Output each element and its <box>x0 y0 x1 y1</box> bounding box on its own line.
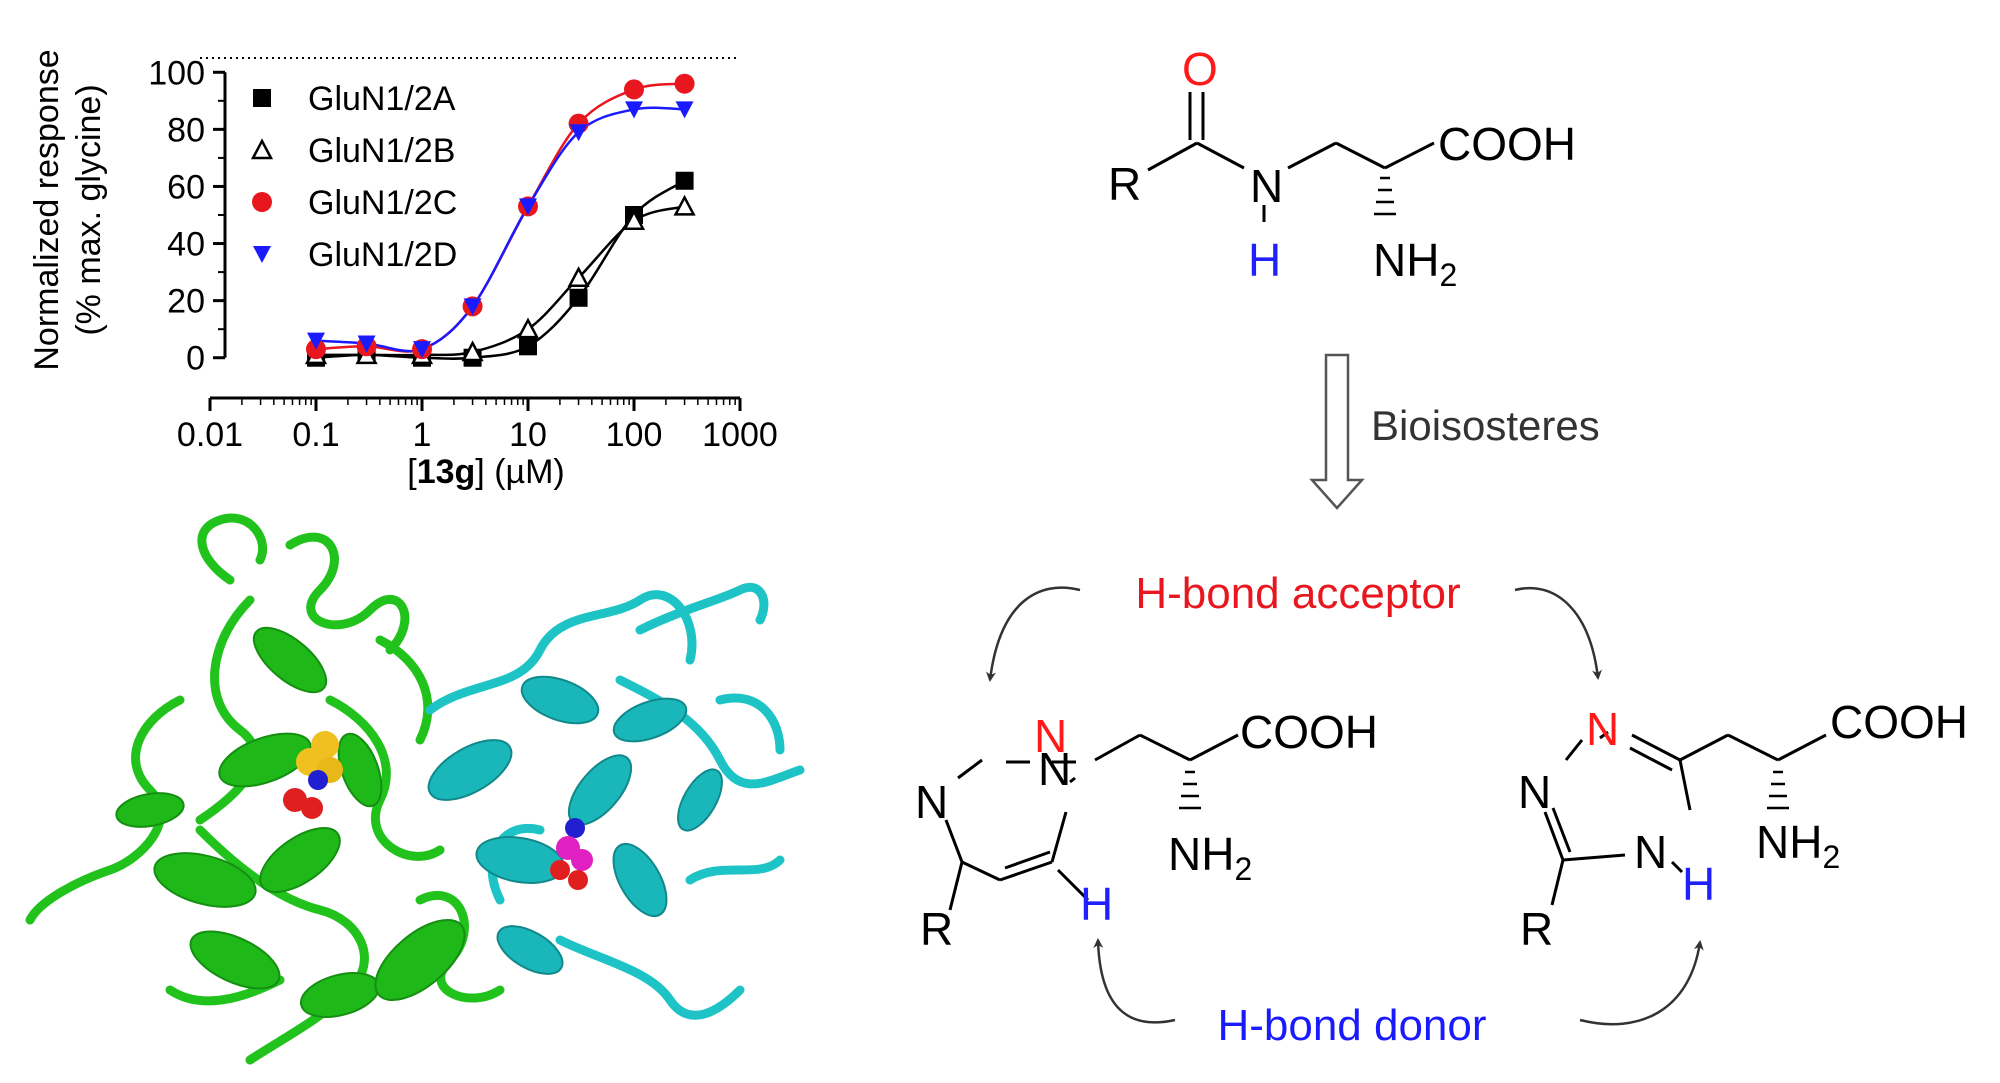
legend-marker <box>253 89 271 107</box>
triazole-123-R-label: R <box>920 903 953 955</box>
triazole-124-R-label: R <box>1520 903 1553 955</box>
triazole-124-structure <box>1543 730 1827 906</box>
x-tick-label: 1000 <box>702 416 778 454</box>
dose-response-chart: 0.01 0.1 1 10 100 1000 0 20 40 60 80 100 Normalize… <box>28 49 778 491</box>
x-tick-label: 0.01 <box>177 416 243 454</box>
data-point <box>675 101 694 119</box>
amide-structure <box>1147 92 1435 222</box>
data-point <box>569 288 588 307</box>
legend-marker <box>252 192 272 212</box>
green-subunit-helices <box>115 626 466 1018</box>
triazole-123-NH2-label: NH2 <box>1168 828 1252 887</box>
cyan-subunit-ribbon <box>425 582 805 1020</box>
triazole-123-N3-label: N <box>1038 743 1071 795</box>
data-point <box>357 335 376 353</box>
legend-label: GluN1/2D <box>308 236 457 274</box>
x-tick-label: 10 <box>509 416 547 454</box>
data-point <box>675 171 694 190</box>
x-tick-label: 1 <box>413 416 432 454</box>
legend-marker <box>253 246 271 263</box>
data-point <box>519 198 537 216</box>
data-point <box>674 73 695 94</box>
y-tick-label: 60 <box>167 168 205 206</box>
x-tick-label: 0.1 <box>292 416 339 454</box>
triazole-124-stereo-hash <box>1767 770 1789 810</box>
triazole-124-NH2-subscript: 2 <box>1822 839 1840 875</box>
triazole-123-N2-label: N <box>915 776 948 828</box>
green-ligand-spheres <box>283 731 343 819</box>
bioisosteres-arrow <box>1309 353 1365 510</box>
chart-axes <box>208 70 742 411</box>
bioisosteres-label: Bioisosteres <box>1371 402 1600 449</box>
donor-arrow-right <box>1579 940 1704 1026</box>
acceptor-arrow-right <box>1514 586 1603 680</box>
triazole-123-N1-label: N <box>1034 710 1067 762</box>
data-point <box>625 101 643 119</box>
h-bond-acceptor-label: H-bond acceptor <box>1135 569 1460 618</box>
triazole-123-H-label: H <box>1080 878 1113 930</box>
triazole-123-NH2-subscript: 2 <box>1234 851 1252 887</box>
x-axis-label-compound: 13g <box>417 453 476 491</box>
fit-curve <box>315 106 685 353</box>
amide-NH-text: NH <box>1373 234 1439 286</box>
data-point <box>307 332 325 350</box>
data-point <box>463 298 482 316</box>
y-tick-label: 40 <box>167 226 205 264</box>
acceptor-arrow-left <box>986 586 1081 682</box>
triazole-124-N1-label: N <box>1586 703 1619 755</box>
bioisostere-scheme: R O N H COOH NH2 Bioisosteres H-bond acc… <box>915 43 1968 1050</box>
legend-marker <box>250 138 274 160</box>
cyan-subunit-helices <box>427 675 723 975</box>
triazole-124-COOH-label: COOH <box>1830 696 1968 748</box>
amide-N-label: N <box>1250 160 1283 212</box>
chart-legend: GluN1/2A GluN1/2B GluN1/2C GluN1/2D <box>250 80 457 274</box>
amide-R-label: R <box>1108 158 1141 210</box>
data-point <box>567 266 590 288</box>
y-tick-label: 100 <box>148 54 205 92</box>
donor-arrow-left <box>1093 938 1176 1024</box>
x-tick-label: 100 <box>606 416 663 454</box>
y-axis-label-line1: Normalized response <box>28 49 66 370</box>
data-point <box>622 209 646 230</box>
data-point <box>519 337 537 356</box>
amide-H-label: H <box>1248 234 1281 286</box>
h-bond-donor-label: H-bond donor <box>1217 1001 1486 1050</box>
amide-COOH-label: COOH <box>1438 118 1576 170</box>
data-point <box>624 79 644 100</box>
triazole-124-NH-text: NH <box>1756 816 1822 868</box>
amide-NH2-subscript: 2 <box>1439 257 1457 293</box>
legend-label: GluN1/2A <box>308 80 456 118</box>
y-axis-label-line2: (% max. glycine) <box>70 84 108 335</box>
cyan-ligand-spheres <box>550 818 593 890</box>
amide-O-label: O <box>1182 43 1218 95</box>
amide-stereo-hash <box>1374 176 1396 216</box>
triazole-123-structure <box>944 733 1239 911</box>
data-point <box>413 341 431 359</box>
y-tick-labels: 0 20 40 60 80 100 <box>148 54 205 377</box>
x-axis-label-unit: ] (µM) <box>475 453 564 491</box>
data-points <box>304 73 696 367</box>
x-tick-labels: 0.01 0.1 1 10 100 1000 <box>177 416 778 454</box>
protein-structure-image <box>25 513 805 1065</box>
triazole-124-NH2-label: NH2 <box>1756 816 1840 875</box>
data-point <box>516 317 540 339</box>
triazole-123-COOH-label: COOH <box>1240 706 1378 758</box>
legend-label: GluN1/2B <box>308 132 455 170</box>
data-point <box>673 194 696 216</box>
triazole-123-stereo-hash <box>1179 770 1201 810</box>
x-axis-label-prefix: [ <box>407 453 417 491</box>
triazole-123-NH-text: NH <box>1168 828 1234 880</box>
amide-NH2-label: NH2 <box>1373 234 1457 293</box>
legend-label: GluN1/2C <box>308 184 457 222</box>
data-point <box>569 124 588 142</box>
y-tick-label: 80 <box>167 111 205 149</box>
x-axis-label: [13g] (µM) <box>407 453 565 491</box>
triazole-124-H-label: H <box>1682 858 1715 910</box>
triazole-124-N4-label: N <box>1634 826 1667 878</box>
triazole-124-N2-label: N <box>1518 766 1551 818</box>
y-tick-label: 20 <box>167 283 205 321</box>
y-tick-label: 0 <box>186 340 205 378</box>
data-point <box>461 340 484 362</box>
